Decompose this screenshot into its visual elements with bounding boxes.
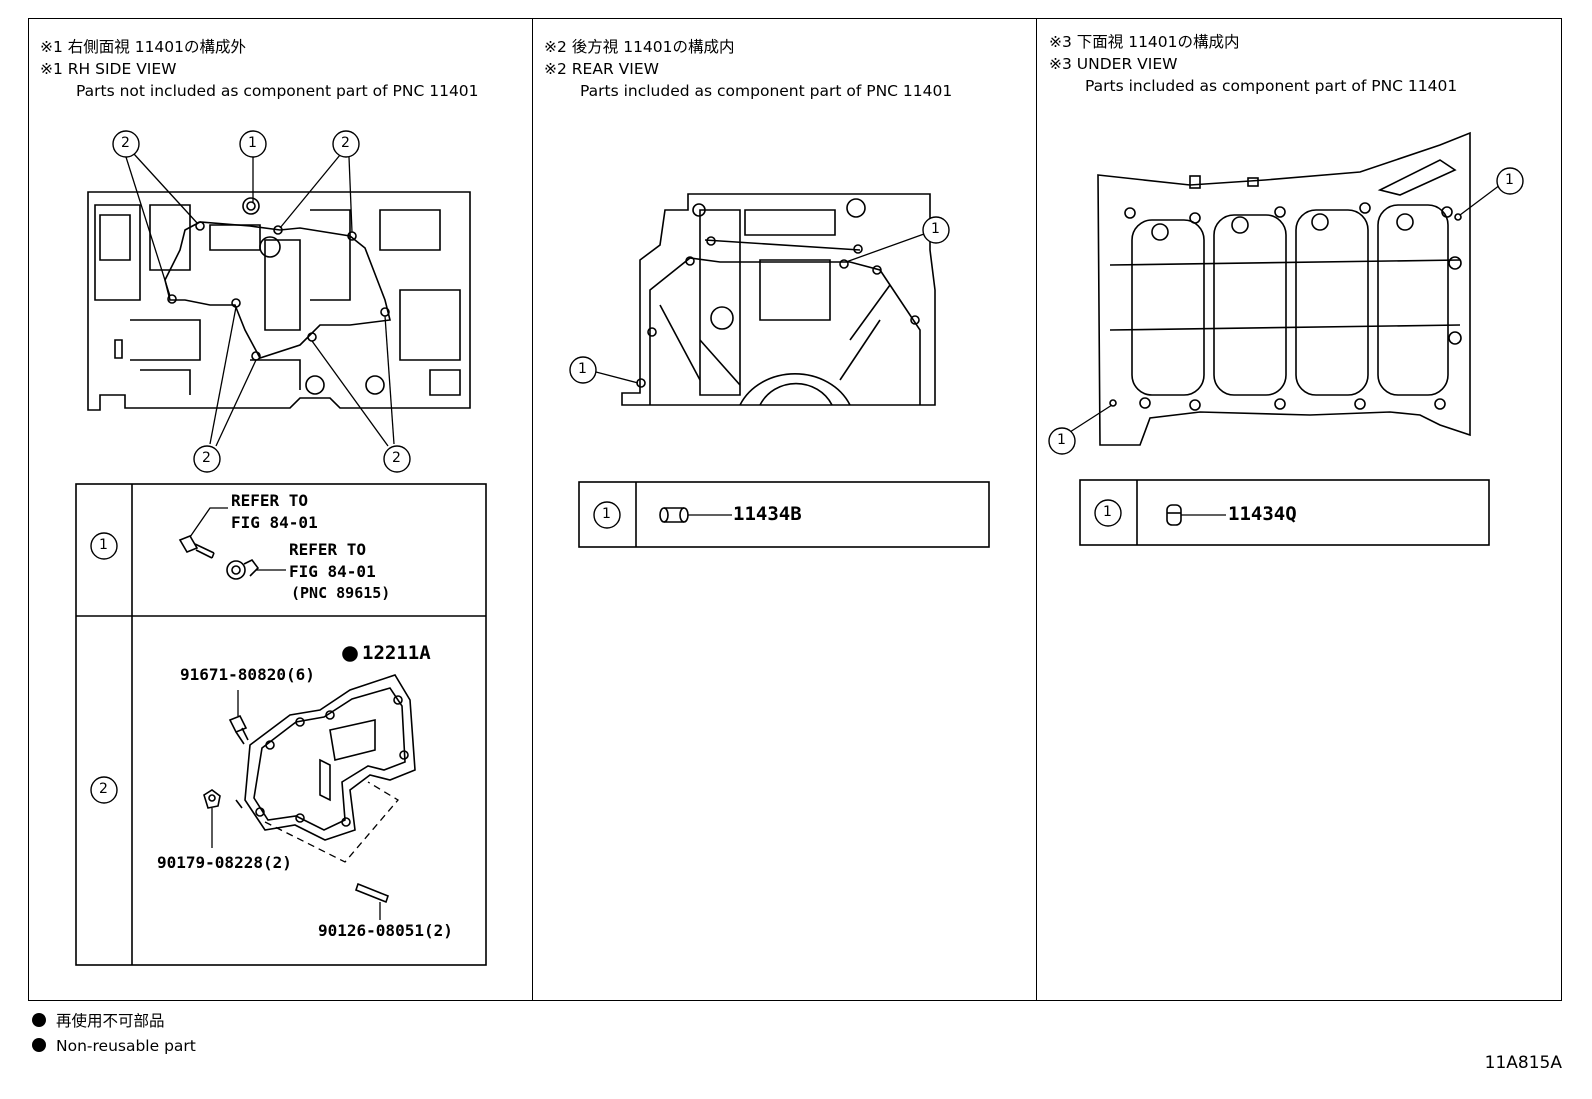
under-view-leader-lines bbox=[1069, 184, 1501, 433]
part-number-12211A: 12211A bbox=[362, 642, 431, 664]
rear-view-leader-lines bbox=[595, 233, 925, 384]
panel-3-title-jp: ※3 下面視 11401の構成内 bbox=[1049, 33, 1240, 51]
callout-2: 2 bbox=[341, 135, 350, 151]
filled-dot-icon bbox=[32, 1013, 46, 1027]
panel-2-title-en: ※2 REAR VIEW bbox=[544, 60, 659, 78]
panel-1-parts-table bbox=[75, 483, 487, 966]
callout-1: 1 bbox=[1057, 432, 1066, 448]
part-number-stud: 90126-08051(2) bbox=[318, 921, 453, 940]
refer-fig-label: FIG 84-01 bbox=[231, 513, 318, 532]
panel-1-title-jp: ※1 右側面視 11401の構成外 bbox=[40, 38, 247, 56]
callout-2: 2 bbox=[392, 450, 401, 466]
figure-code: 11A815A bbox=[1484, 1053, 1562, 1073]
panel-2-header: ※2 後方視 11401の構成内 ※2 REAR VIEW Parts incl… bbox=[544, 36, 952, 102]
callout-1: 1 bbox=[248, 135, 257, 151]
legend-text-jp: 再使用不可部品 bbox=[56, 1012, 165, 1030]
refer-to-label: REFER TO bbox=[289, 540, 367, 559]
flange-bolt-sketch bbox=[228, 690, 249, 745]
panel-3-header: ※3 下面視 11401の構成内 ※3 UNDER VIEW Parts inc… bbox=[1049, 31, 1457, 97]
dowel-pin-sketch-q bbox=[1166, 504, 1226, 526]
panel-2-parts-table bbox=[578, 481, 990, 548]
panel-divider bbox=[532, 18, 533, 1001]
dowel-pin-sketch-b bbox=[659, 507, 732, 523]
legend-item-jp: 再使用不可部品 bbox=[32, 1009, 196, 1034]
refer-fig-label: FIG 84-01 bbox=[289, 562, 376, 581]
panel-2-note: Parts included as component part of PNC … bbox=[580, 82, 953, 100]
callout-1: 1 bbox=[578, 361, 587, 377]
nut-sketch bbox=[203, 789, 221, 848]
panel-3-parts-table bbox=[1079, 479, 1490, 546]
table-row-2-callout: 2 bbox=[99, 781, 108, 797]
callout-1: 1 bbox=[931, 221, 940, 237]
table-2-callout: 1 bbox=[602, 506, 611, 522]
part-number-11434Q: 11434Q bbox=[1228, 503, 1297, 525]
under-view-engine-block bbox=[1097, 131, 1471, 446]
part-number-11434B: 11434B bbox=[733, 503, 802, 525]
cover-gasket-sketch bbox=[235, 674, 416, 863]
rh-side-engine-block bbox=[87, 191, 471, 411]
refer-pnc-label: (PNC 89615) bbox=[291, 584, 391, 602]
bolt-sketch bbox=[178, 507, 228, 559]
panel-3-note: Parts included as component part of PNC … bbox=[1085, 77, 1458, 95]
refer-to-label: REFER TO bbox=[231, 491, 309, 510]
filled-dot-icon bbox=[32, 1038, 46, 1052]
panel-1-title-en: ※1 RH SIDE VIEW bbox=[40, 60, 177, 78]
panel-1-note: Parts not included as component part of … bbox=[76, 82, 479, 100]
panel-divider bbox=[1036, 18, 1037, 1001]
part-number-bolt: 91671-80820(6) bbox=[180, 665, 315, 684]
panel-1-header: ※1 右側面視 11401の構成外 ※1 RH SIDE VIEW Parts … bbox=[40, 36, 479, 102]
table-row-1-callout: 1 bbox=[99, 537, 108, 553]
rh-side-leader-lines bbox=[125, 153, 395, 447]
legend: 再使用不可部品 Non-reusable part bbox=[32, 1009, 196, 1059]
legend-item-en: Non-reusable part bbox=[32, 1034, 196, 1059]
table-3-callout: 1 bbox=[1103, 504, 1112, 520]
callout-2: 2 bbox=[121, 135, 130, 151]
callout-circles bbox=[90, 130, 1524, 804]
knock-sensor-sketch bbox=[226, 558, 286, 580]
legend-text-en: Non-reusable part bbox=[56, 1037, 196, 1055]
non-reusable-dot bbox=[342, 646, 358, 662]
panel-2-title-jp: ※2 後方視 11401の構成内 bbox=[544, 38, 735, 56]
part-number-nut: 90179-08228(2) bbox=[157, 853, 292, 872]
diagram-frame bbox=[28, 18, 1562, 1001]
panel-3-title-en: ※3 UNDER VIEW bbox=[1049, 55, 1178, 73]
callout-1: 1 bbox=[1505, 172, 1514, 188]
stud-sketch bbox=[355, 882, 389, 920]
callout-2: 2 bbox=[202, 450, 211, 466]
rear-view-engine-block bbox=[621, 193, 936, 406]
